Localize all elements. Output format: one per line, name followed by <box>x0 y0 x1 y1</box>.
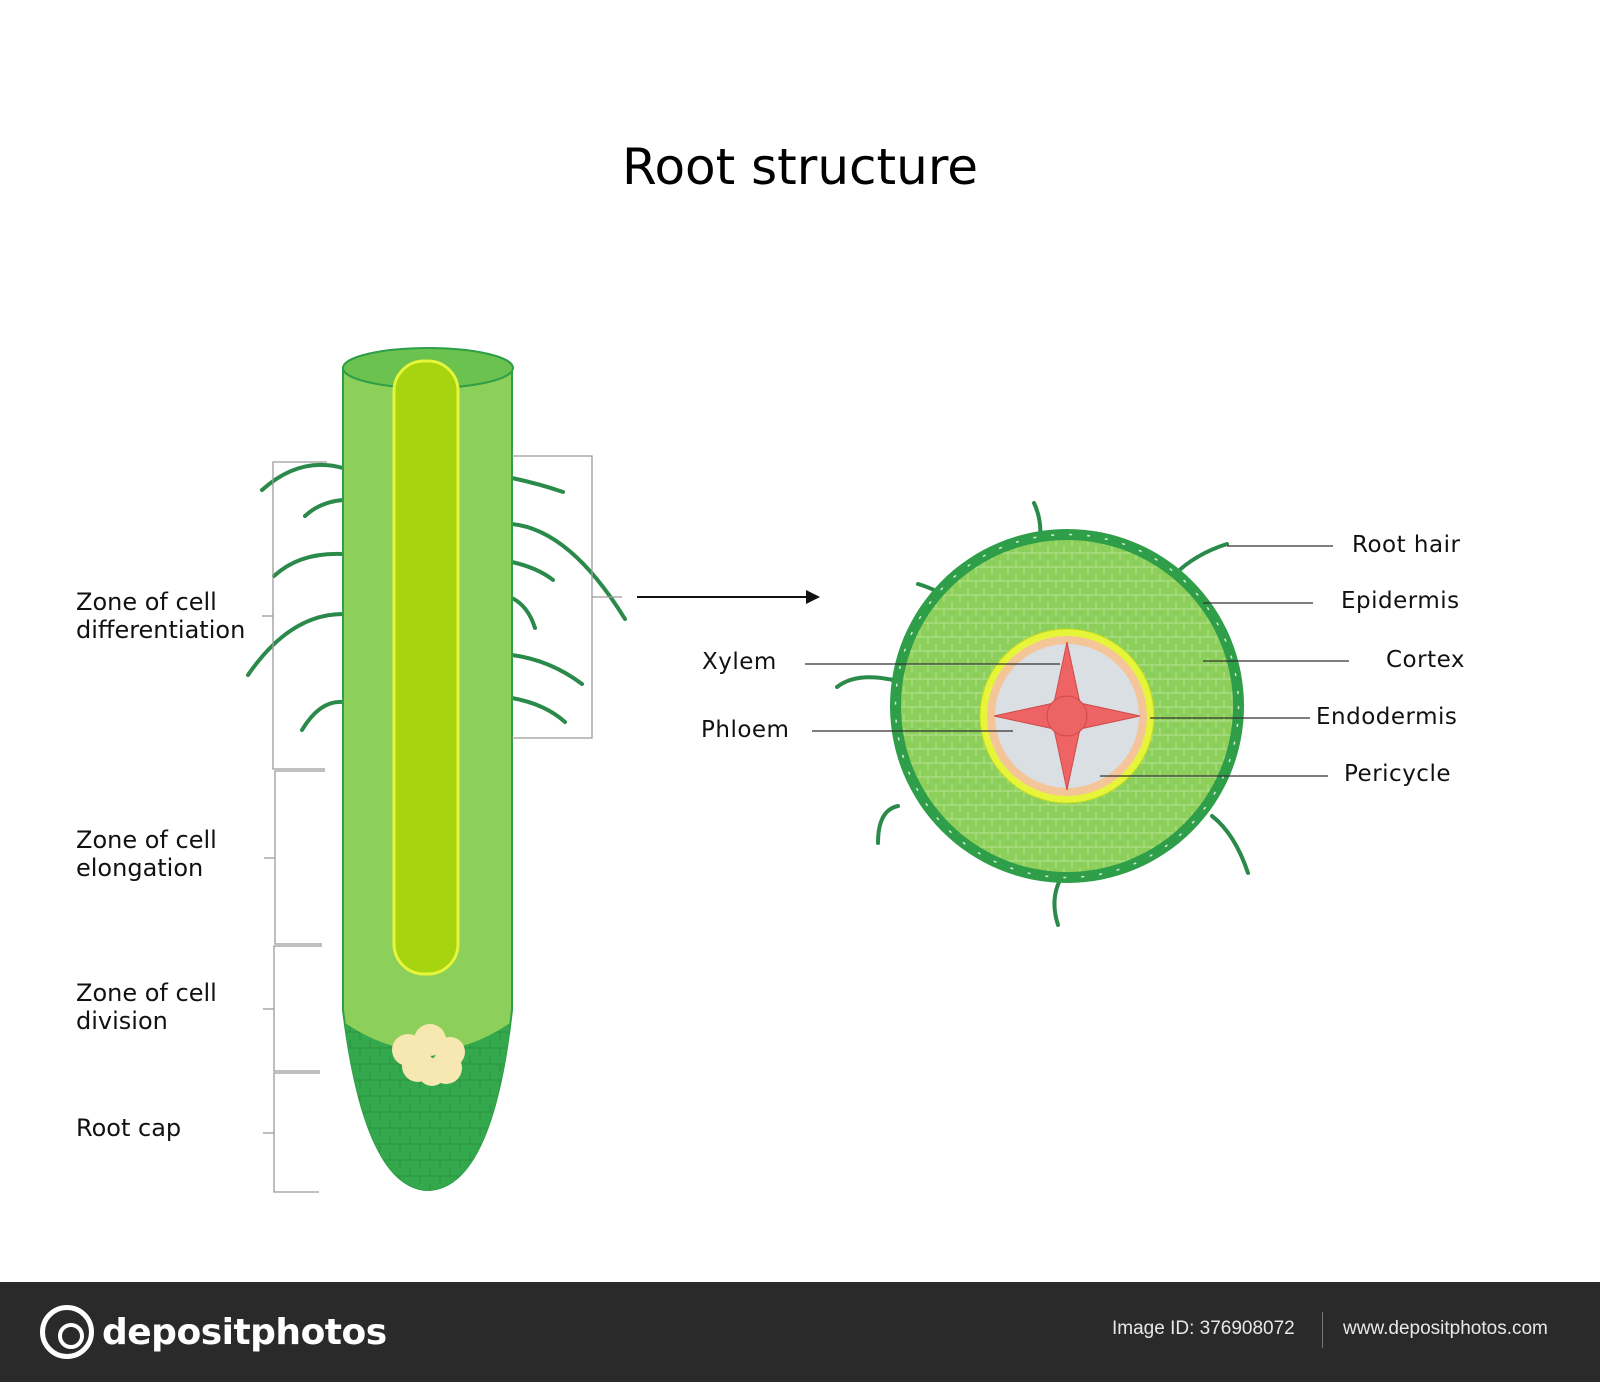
epidermis-cells <box>894 533 1240 879</box>
leader-lines <box>805 545 1349 777</box>
page-title: Root structure <box>621 138 979 196</box>
root-hairs-right <box>510 476 627 724</box>
label-zone-differentiation: Zone of cell differentiation <box>76 588 245 644</box>
brand-logo[interactable]: depositphotos <box>40 1304 387 1360</box>
root-longitudinal <box>246 347 820 1193</box>
vascular-cylinder <box>392 359 460 976</box>
label-xylem: Xylem <box>702 649 777 675</box>
label-zone-elongation: Zone of cell elongation <box>76 826 217 882</box>
footer-divider <box>1322 1312 1323 1348</box>
label-zone-differentiation-line2: differentiation <box>76 616 246 644</box>
label-endodermis: Endodermis <box>1316 704 1458 730</box>
label-cortex: Cortex <box>1386 647 1465 673</box>
label-zone-division: Zone of cell division <box>76 979 217 1035</box>
label-pericycle: Pericycle <box>1344 761 1451 787</box>
site-url-link[interactable]: www.depositphotos.com <box>1343 1318 1548 1339</box>
label-zone-division-line1: Zone of cell <box>76 979 217 1007</box>
section-arrow <box>637 590 820 604</box>
label-phloem: Phloem <box>701 717 790 743</box>
label-zone-elongation-line2: elongation <box>76 854 204 882</box>
root-cross-section <box>835 501 1250 927</box>
footer-bar: depositphotos Image ID: 376908072 www.de… <box>0 1282 1600 1382</box>
brand-name: depositphotos <box>102 1311 387 1353</box>
label-zone-division-line2: division <box>76 1007 168 1035</box>
xylem-center <box>1046 695 1088 737</box>
root-hairs-left <box>246 462 345 732</box>
zone-bracket-right <box>512 455 622 739</box>
label-root-hair: Root hair <box>1352 532 1461 558</box>
label-epidermis: Epidermis <box>1341 588 1460 614</box>
label-root-cap: Root cap <box>76 1114 182 1142</box>
apical-meristem <box>392 1024 465 1086</box>
label-zone-elongation-line1: Zone of cell <box>76 826 217 854</box>
image-id: Image ID: 376908072 <box>1112 1318 1295 1339</box>
label-zone-differentiation-line1: Zone of cell <box>76 588 217 616</box>
zone-brackets-left <box>262 461 327 1193</box>
camera-logo-icon <box>40 1305 94 1359</box>
